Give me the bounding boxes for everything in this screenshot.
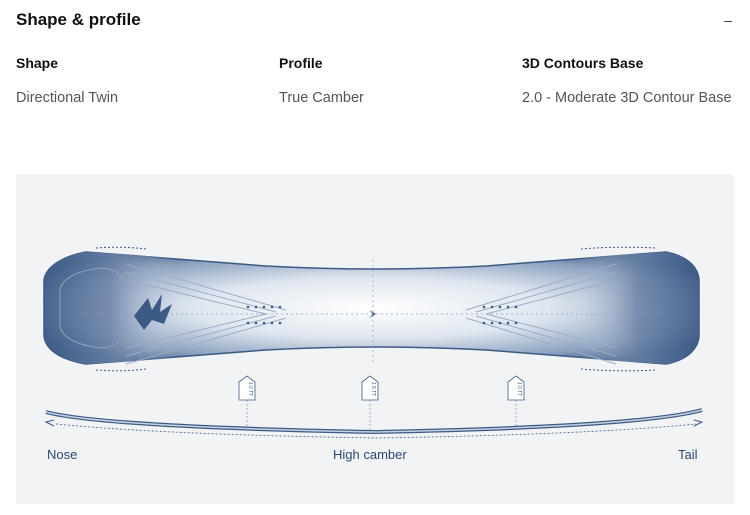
stance-tag-left-label: 1.0 TT [247, 382, 253, 396]
brand-logo-icon [134, 294, 172, 330]
spec-shape-value: Directional Twin [16, 90, 119, 106]
spec-contours-label: 3D Contours Base [522, 55, 644, 71]
spec-shape: Shape Directional Twin [16, 55, 118, 106]
stance-tag-right: 1.0 TT [507, 375, 525, 432]
spec-contours: 3D Contours Base 2.0 - Moderate 3D Conto… [522, 55, 732, 106]
stance-tag-right-label: 1.0 TT [516, 382, 522, 396]
collapse-icon[interactable]: – [724, 12, 732, 28]
high-camber-label: High camber [333, 447, 407, 462]
board-diagram-panel: 1.0 TT 1.5 TT 1.0 TT Nose High camber Ta… [16, 174, 734, 504]
camber-profile [44, 408, 704, 439]
spec-shape-label: Shape [16, 55, 59, 71]
section-header[interactable]: Shape & profile – [16, 8, 734, 32]
board-diagram: 1.0 TT 1.5 TT 1.0 TT [43, 246, 704, 439]
stance-tag-center: 1.5 TT [361, 375, 379, 432]
stance-tag-center-label: 1.5 TT [370, 382, 376, 396]
stance-tag-left: 1.0 TT [238, 375, 256, 432]
spec-profile-value: True Camber [279, 90, 364, 106]
tail-label: Tail [678, 447, 698, 462]
spec-profile: Profile True Camber [279, 55, 364, 106]
spec-contours-value: 2.0 - Moderate 3D Contour Base [522, 90, 732, 106]
board-top-view [43, 251, 700, 365]
nose-label: Nose [47, 447, 78, 462]
sidecut-lines [95, 246, 657, 372]
spec-profile-label: Profile [279, 55, 323, 71]
section-title: Shape & profile [16, 10, 141, 29]
